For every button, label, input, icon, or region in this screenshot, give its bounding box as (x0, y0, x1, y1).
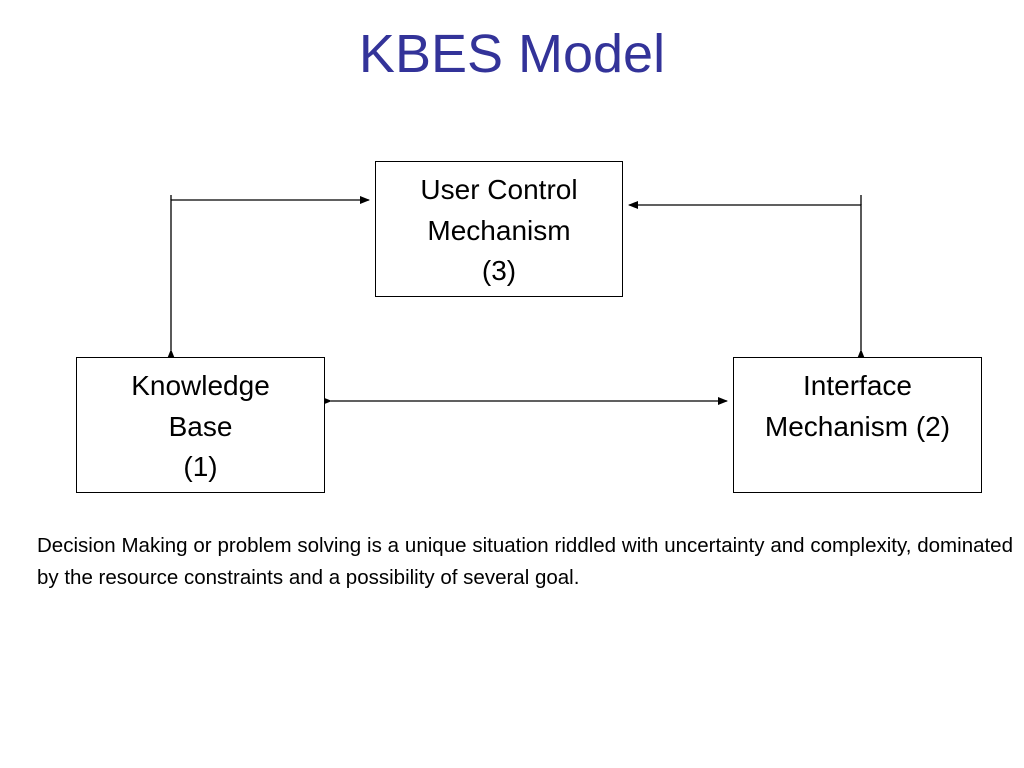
caption-text: Decision Making or problem solving is a … (37, 534, 1013, 589)
edge-interface-user-control (628, 201, 865, 359)
node-label-line: Interface (803, 370, 912, 401)
node-label-line: (1) (183, 451, 218, 483)
node-label-line: Knowledge (131, 370, 270, 401)
node-label-line: Mechanism (2) (764, 410, 951, 442)
node-interface-mechanism: Interface Mechanism (2) (733, 357, 982, 493)
node-label-line: User Control (420, 174, 578, 205)
node-label-line: (3) (481, 255, 517, 287)
node-user-control-mechanism: User Control Mechanism (3) (375, 161, 623, 297)
edge-kb-user-control (167, 196, 370, 359)
node-knowledge-base: Knowledge Base (1) (76, 357, 325, 493)
slide-title: KBES Model (358, 24, 666, 84)
node-label-line: Mechanism (427, 214, 571, 246)
node-label-line: Base (168, 410, 233, 442)
